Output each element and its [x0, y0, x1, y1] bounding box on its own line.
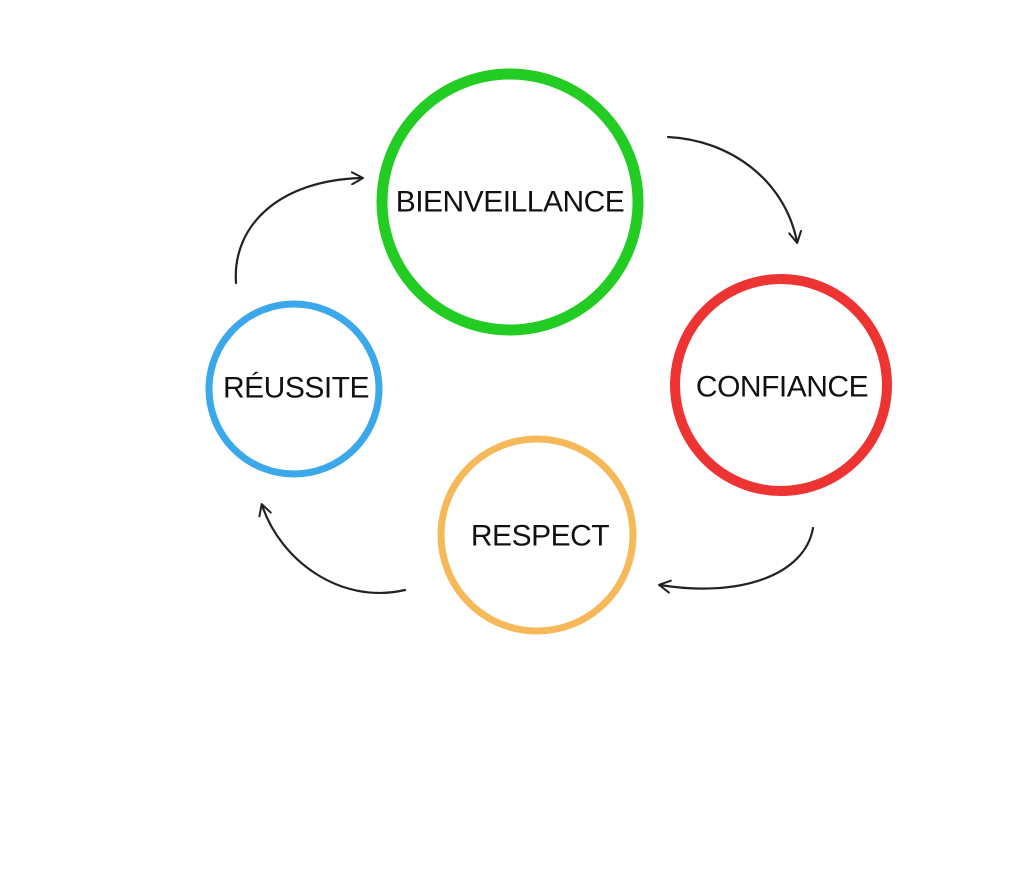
node-confiance: CONFIANCE [670, 274, 892, 496]
node-reussite-ring [205, 300, 383, 478]
node-bienveillance-ring [376, 68, 644, 336]
arrow-bienveillance-to-confiance [666, 135, 802, 244]
arrow-respect-to-reussite [258, 503, 407, 595]
node-bienveillance-label: BIENVEILLANCE [396, 186, 625, 219]
node-respect: RESPECT [437, 435, 637, 635]
node-respect-label: RESPECT [471, 520, 609, 553]
node-bienveillance: BIENVEILLANCE [376, 68, 644, 336]
arrow-confiance-to-respect [658, 526, 815, 594]
node-reussite-label: RÉUSSITE [223, 372, 369, 405]
node-confiance-ring [670, 274, 892, 496]
arrow-reussite-to-bienveillance [234, 171, 364, 285]
node-confiance-label: CONFIANCE [696, 371, 868, 404]
node-reussite: RÉUSSITE [205, 300, 383, 478]
node-respect-ring [437, 435, 637, 635]
